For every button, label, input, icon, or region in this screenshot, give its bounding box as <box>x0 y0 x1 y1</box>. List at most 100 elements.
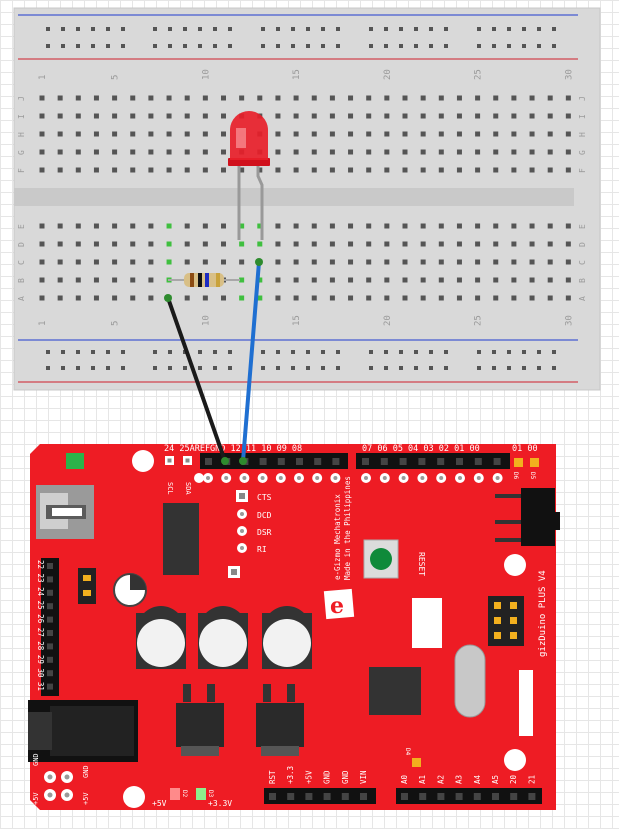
breadboard-hole[interactable] <box>239 277 245 283</box>
breadboard-hole[interactable] <box>148 259 154 265</box>
breadboard-hole[interactable] <box>257 223 263 229</box>
breadboard-hole[interactable] <box>366 113 372 119</box>
breadboard-hole[interactable] <box>511 259 517 265</box>
breadboard-hole[interactable] <box>329 131 335 137</box>
breadboard-hole[interactable] <box>511 149 517 155</box>
breadboard-hole[interactable] <box>275 295 281 301</box>
breadboard-hole[interactable] <box>184 259 190 265</box>
breadboard-hole[interactable] <box>511 95 517 101</box>
breadboard-hole[interactable] <box>384 277 390 283</box>
left-header[interactable] <box>41 558 59 696</box>
breadboard-hole[interactable] <box>547 167 553 173</box>
breadboard-hole[interactable] <box>148 277 154 283</box>
breadboard-hole[interactable] <box>130 277 136 283</box>
breadboard-hole[interactable] <box>75 241 81 247</box>
breadboard-hole[interactable] <box>239 241 245 247</box>
breadboard-hole[interactable] <box>39 241 45 247</box>
breadboard-hole[interactable] <box>311 167 317 173</box>
breadboard-hole[interactable] <box>311 259 317 265</box>
breadboard-hole[interactable] <box>221 149 226 155</box>
breadboard-hole[interactable] <box>420 167 426 173</box>
breadboard-hole[interactable] <box>239 259 245 265</box>
breadboard-hole[interactable] <box>57 295 63 301</box>
breadboard-hole[interactable] <box>166 149 172 155</box>
breadboard-hole[interactable] <box>202 131 208 137</box>
breadboard-hole[interactable] <box>39 113 45 119</box>
breadboard-hole[interactable] <box>529 113 535 119</box>
breadboard-hole[interactable] <box>565 259 571 265</box>
breadboard-hole[interactable] <box>112 277 118 283</box>
breadboard-hole[interactable] <box>39 223 45 229</box>
breadboard-hole[interactable] <box>384 167 390 173</box>
breadboard-hole[interactable] <box>148 131 154 137</box>
breadboard-hole[interactable] <box>293 223 299 229</box>
breadboard-hole[interactable] <box>420 95 426 101</box>
breadboard-hole[interactable] <box>420 113 426 119</box>
breadboard-hole[interactable] <box>475 167 481 173</box>
breadboard-hole[interactable] <box>293 167 299 173</box>
breadboard-hole[interactable] <box>184 295 190 301</box>
breadboard-hole[interactable] <box>39 95 45 101</box>
breadboard-hole[interactable] <box>438 223 444 229</box>
breadboard-hole[interactable] <box>275 241 281 247</box>
breadboard-hole[interactable] <box>493 241 499 247</box>
breadboard-hole[interactable] <box>511 167 517 173</box>
breadboard-hole[interactable] <box>184 113 190 119</box>
breadboard-hole[interactable] <box>57 241 63 247</box>
breadboard-hole[interactable] <box>420 295 426 301</box>
breadboard-hole[interactable] <box>130 131 136 137</box>
breadboard-hole[interactable] <box>184 241 190 247</box>
breadboard-hole[interactable] <box>565 295 571 301</box>
breadboard-hole[interactable] <box>93 259 99 265</box>
breadboard-hole[interactable] <box>438 131 444 137</box>
breadboard-hole[interactable] <box>402 241 408 247</box>
breadboard-hole[interactable] <box>329 259 335 265</box>
breadboard-hole[interactable] <box>275 277 281 283</box>
breadboard-hole[interactable] <box>75 223 81 229</box>
breadboard-hole[interactable] <box>493 149 499 155</box>
breadboard-hole[interactable] <box>402 113 408 119</box>
breadboard-hole[interactable] <box>329 223 335 229</box>
breadboard-hole[interactable] <box>275 223 281 229</box>
breadboard-hole[interactable] <box>293 113 299 119</box>
breadboard-hole[interactable] <box>438 95 444 101</box>
breadboard-hole[interactable] <box>293 277 299 283</box>
breadboard-hole[interactable] <box>329 149 335 155</box>
breadboard-hole[interactable] <box>239 223 245 229</box>
breadboard-hole[interactable] <box>402 277 408 283</box>
breadboard-hole[interactable] <box>529 95 535 101</box>
breadboard-hole[interactable] <box>493 223 499 229</box>
breadboard-hole[interactable] <box>366 241 372 247</box>
breadboard-hole[interactable] <box>438 149 444 155</box>
breadboard-hole[interactable] <box>384 295 390 301</box>
breadboard-hole[interactable] <box>57 223 63 229</box>
breadboard-hole[interactable] <box>402 95 408 101</box>
breadboard-hole[interactable] <box>293 241 299 247</box>
breadboard-hole[interactable] <box>366 149 372 155</box>
breadboard-hole[interactable] <box>93 223 99 229</box>
breadboard-hole[interactable] <box>275 95 281 101</box>
breadboard-hole[interactable] <box>221 241 226 247</box>
breadboard-hole[interactable] <box>529 259 535 265</box>
breadboard-hole[interactable] <box>57 167 63 173</box>
breadboard-hole[interactable] <box>275 259 281 265</box>
breadboard-hole[interactable] <box>93 295 99 301</box>
breadboard-hole[interactable] <box>202 295 208 301</box>
breadboard-hole[interactable] <box>275 149 281 155</box>
wire-blue[interactable] <box>239 258 263 465</box>
breadboard-hole[interactable] <box>112 223 118 229</box>
breadboard-hole[interactable] <box>148 167 154 173</box>
gizduino-board[interactable]: 24 25AREFGND 12 11 10 09 08 07 06 05 04 … <box>28 444 560 810</box>
breadboard-hole[interactable] <box>456 113 462 119</box>
breadboard-hole[interactable] <box>402 167 408 173</box>
breadboard-hole[interactable] <box>93 113 99 119</box>
breadboard-hole[interactable] <box>112 241 118 247</box>
breadboard-hole[interactable] <box>311 295 317 301</box>
breadboard-hole[interactable] <box>130 295 136 301</box>
breadboard-hole[interactable] <box>329 295 335 301</box>
breadboard-hole[interactable] <box>475 223 481 229</box>
breadboard-hole[interactable] <box>547 295 553 301</box>
breadboard-hole[interactable] <box>221 113 226 119</box>
digital-header[interactable] <box>200 453 510 469</box>
breadboard-hole[interactable] <box>402 149 408 155</box>
